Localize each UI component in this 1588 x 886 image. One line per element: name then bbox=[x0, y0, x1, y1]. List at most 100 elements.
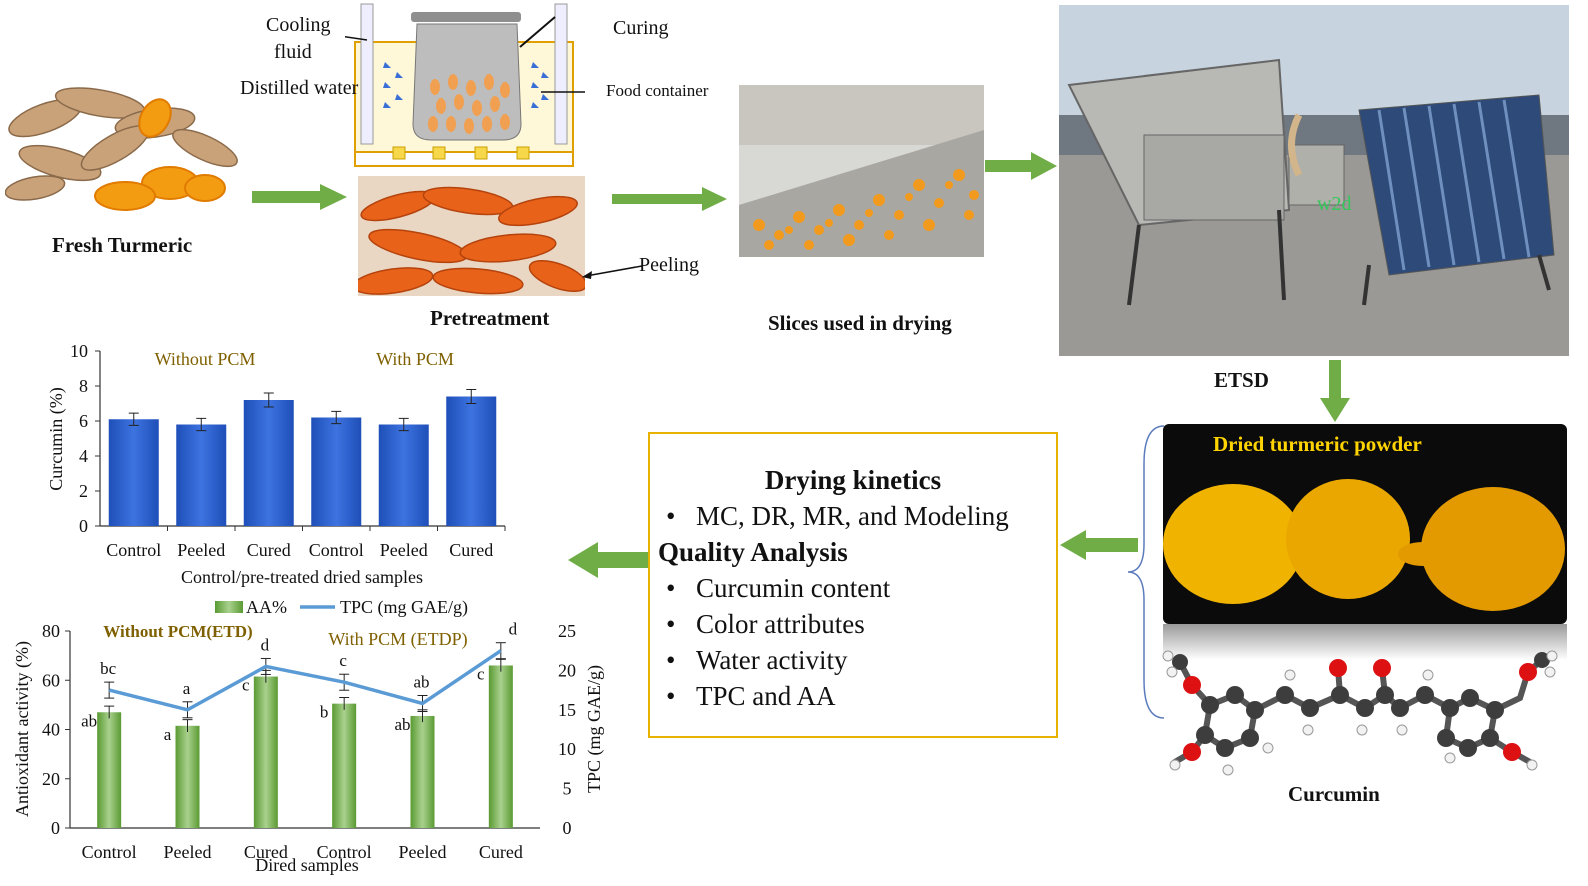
significance-letter: ab bbox=[413, 672, 429, 691]
y-tick-label: 0 bbox=[79, 516, 88, 536]
quality-analysis-list: Curcumin content Color attributes Water … bbox=[658, 570, 1056, 714]
y2-tick-label: 25 bbox=[558, 621, 576, 641]
legend-swatch-aa bbox=[215, 601, 243, 613]
significance-letter: d bbox=[261, 635, 270, 654]
curing-apparatus-diagram bbox=[345, 3, 585, 167]
significance-letter: bc bbox=[100, 659, 117, 678]
peeling-label: Peeling bbox=[639, 254, 699, 276]
y-tick-label: 4 bbox=[79, 446, 88, 466]
bar bbox=[378, 424, 429, 526]
y-tick-label: 6 bbox=[79, 411, 88, 431]
bar bbox=[97, 712, 122, 828]
x-tick-label: Cured bbox=[247, 540, 291, 560]
analysis-box: Drying kinetics MC, DR, MR, and Modeling… bbox=[648, 432, 1058, 738]
arrow-slices-to-etsd bbox=[985, 152, 1057, 180]
curing-label: Curing bbox=[613, 17, 669, 39]
drying-kinetics-list: MC, DR, MR, and Modeling bbox=[658, 498, 1056, 534]
analysis-item: Color attributes bbox=[658, 606, 1056, 642]
y2-tick-label: 10 bbox=[558, 739, 576, 759]
x-tick-label: Control bbox=[82, 842, 137, 862]
y-axis-title: Antioxidant activity (%) bbox=[12, 641, 33, 817]
significance-letter: b bbox=[320, 703, 329, 722]
y-tick-label: 8 bbox=[79, 376, 88, 396]
y-tick-label: 40 bbox=[42, 720, 60, 740]
significance-letter: d bbox=[509, 620, 518, 639]
group-label: Without PCM bbox=[155, 349, 256, 369]
cooling-fluid-label-line2: fluid bbox=[274, 41, 312, 63]
group-label: With PCM (ETDP) bbox=[328, 629, 467, 650]
fresh-turmeric-image bbox=[5, 87, 238, 211]
x-tick-label: Control bbox=[309, 540, 364, 560]
y2-tick-label: 5 bbox=[563, 779, 572, 799]
y-axis-title: Curcumin (%) bbox=[46, 387, 67, 490]
y2-tick-label: 0 bbox=[563, 818, 572, 838]
bar bbox=[176, 424, 227, 526]
powder-title: Dried turmeric powder bbox=[1213, 432, 1422, 456]
x-tick-label: Cured bbox=[449, 540, 493, 560]
distilled-water-label: Distilled water bbox=[240, 77, 359, 99]
bracket bbox=[1127, 425, 1165, 719]
significance-letter: a bbox=[183, 679, 191, 698]
powder-image: Dried turmeric powder bbox=[1163, 424, 1567, 624]
curcumin-caption: Curcumin bbox=[1288, 782, 1380, 806]
analysis-item: TPC and AA bbox=[658, 678, 1056, 714]
y-tick-label: 0 bbox=[51, 818, 60, 838]
analysis-item: Curcumin content bbox=[658, 570, 1056, 606]
group-label: With PCM bbox=[376, 349, 454, 369]
analysis-item: MC, DR, MR, and Modeling bbox=[658, 498, 1056, 534]
bar bbox=[311, 417, 362, 526]
legend-label: TPC (mg GAE/g) bbox=[340, 597, 468, 618]
bar bbox=[446, 396, 497, 526]
legend-label: AA% bbox=[246, 597, 287, 617]
x-tick-label: Cured bbox=[244, 842, 288, 862]
bar bbox=[410, 715, 435, 828]
drying-kinetics-heading: Drying kinetics bbox=[764, 465, 942, 495]
bar bbox=[488, 665, 513, 828]
y-tick-label: 80 bbox=[42, 621, 60, 641]
y-tick-label: 20 bbox=[42, 769, 60, 789]
quality-analysis-heading: Quality Analysis bbox=[658, 537, 848, 567]
arrow-fresh-to-pretreatment bbox=[252, 184, 347, 210]
food-container-label: Food container bbox=[606, 81, 709, 100]
cooling-fluid-label-line1: Cooling bbox=[266, 14, 331, 36]
x-tick-label: Cured bbox=[479, 842, 523, 862]
x-tick-label: Control bbox=[317, 842, 372, 862]
bar bbox=[243, 400, 294, 526]
significance-letter: c bbox=[242, 676, 250, 695]
powder-reflection bbox=[1163, 624, 1567, 660]
slices-image bbox=[739, 85, 984, 257]
fresh-turmeric-caption: Fresh Turmeric bbox=[52, 233, 193, 257]
arrow-analysis-to-charts bbox=[568, 542, 648, 578]
x-tick-label: Peeled bbox=[177, 540, 225, 560]
etsd-caption: ETSD bbox=[1214, 368, 1269, 392]
x-tick-label: Peeled bbox=[399, 842, 447, 862]
y2-tick-label: 15 bbox=[558, 700, 576, 720]
arrow-pretreatment-to-slices bbox=[612, 187, 727, 211]
x-tick-label: Control bbox=[106, 540, 161, 560]
significance-letter: ab bbox=[394, 715, 410, 734]
curcumin-molecule bbox=[1162, 650, 1558, 776]
group-label: Without PCM(ETD) bbox=[103, 622, 252, 641]
x-tick-label: Peeled bbox=[380, 540, 428, 560]
arrow-powder-to-analysis bbox=[1060, 530, 1138, 560]
y-tick-label: 60 bbox=[42, 670, 60, 690]
significance-letter: c bbox=[477, 664, 485, 683]
arrow-etsd-to-powder bbox=[1320, 360, 1350, 422]
bar bbox=[332, 703, 357, 828]
significance-letter: a bbox=[164, 725, 172, 744]
significance-letter: c bbox=[339, 651, 347, 670]
analysis-item: Water activity bbox=[658, 642, 1056, 678]
x-tick-label: Peeled bbox=[164, 842, 212, 862]
etsd-stamp: w2d bbox=[1317, 193, 1351, 215]
pretreatment-caption: Pretreatment bbox=[430, 306, 550, 330]
aa-tpc-chart: 0204060800510152025abbcControlaaPeeledcd… bbox=[12, 597, 605, 875]
y-tick-label: 2 bbox=[79, 481, 88, 501]
bar bbox=[175, 725, 200, 828]
x-axis-title: Control/pre-treated dried samples bbox=[181, 567, 423, 587]
significance-letter: ab bbox=[81, 711, 97, 730]
pretreatment-image bbox=[358, 176, 585, 296]
tpc-line bbox=[108, 649, 502, 712]
y-tick-label: 10 bbox=[70, 341, 88, 361]
etsd-image: w2d bbox=[1059, 5, 1569, 356]
